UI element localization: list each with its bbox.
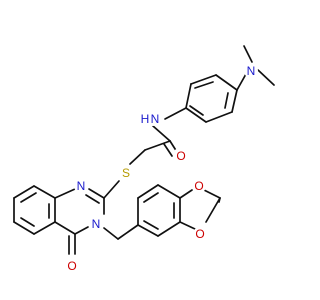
atom-n-dimethylamino: N [244,64,258,78]
atom-o-quinazolinone-label: O [67,259,76,273]
atom-n-amide-label: N [151,112,160,126]
atom-n-quinazoline-1-label: N [77,179,86,193]
bond-lines [13,45,275,255]
atom-o-amide: O [173,148,187,163]
atom-o-quinazolinone: O [65,259,79,273]
atom-o-dioxole-1-label: O [194,179,203,193]
atom-n-quinazoline-3-label: N [92,217,101,231]
atom-labels: N N H O S N N O [65,64,258,273]
atom-s-thioether-label: S [122,166,130,180]
atom-h-amide-label: H [141,112,150,126]
atom-o-dioxole-2: O [193,227,207,241]
atom-n-quinazoline-1: N [74,179,88,193]
atom-n-quinazoline-3: N [89,217,103,231]
atom-s-thioether: S [119,166,133,180]
atom-n-dimethylamino-label: N [247,64,256,78]
atom-h-amide: H [138,112,150,126]
atom-o-dioxole-1: O [192,179,206,193]
atom-o-dioxole-2-label: O [195,227,204,241]
atom-o-amide-label: O [176,149,185,163]
atom-n-amide: N [146,112,160,126]
molecule-structure: N N H O S N N O [13,45,275,273]
